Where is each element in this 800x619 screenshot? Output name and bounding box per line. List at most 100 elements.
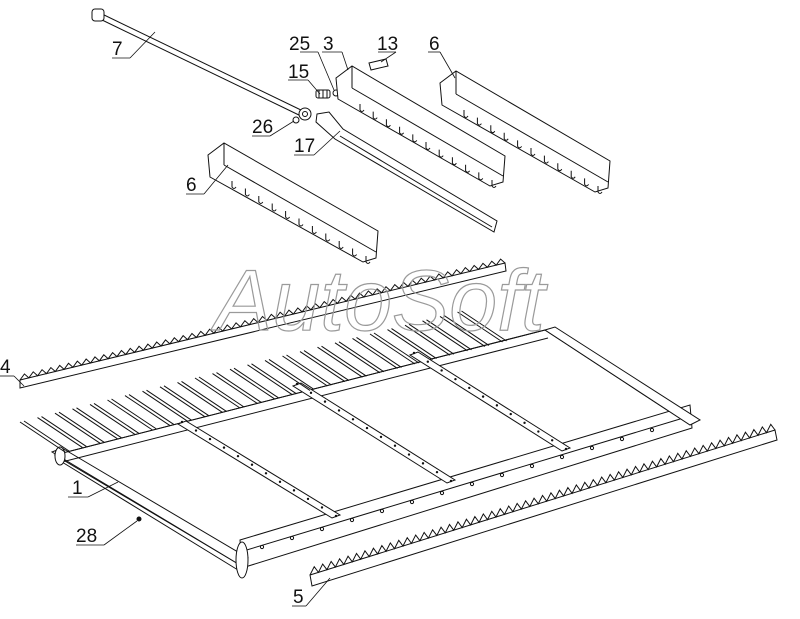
label-part-1: 1: [72, 478, 83, 499]
member-hole: [509, 412, 512, 416]
finger-edge: [303, 350, 350, 382]
guard-tooth: [231, 181, 237, 189]
part-bar: [315, 111, 498, 233]
beam-hole: [289, 535, 295, 541]
finger-edge: [163, 385, 210, 417]
guard-tooth: [584, 178, 590, 187]
finger: [54, 412, 101, 444]
label-part-15: 15: [288, 62, 309, 83]
guard-tooth: [325, 233, 331, 242]
member-hole: [208, 437, 212, 441]
member-hole: [236, 454, 240, 458]
beam-hole: [469, 481, 475, 487]
part-knife-upper: [19, 258, 507, 389]
finger: [212, 373, 258, 405]
beam-hole: [349, 517, 355, 523]
label-part-28: 28: [76, 526, 97, 547]
callout-labels: 7 25 3 13 6 15 26 17 6 4 1 28 5: [0, 34, 440, 608]
label-part-13: 13: [377, 34, 398, 55]
beam-hole: [439, 490, 445, 496]
member-hole: [481, 395, 485, 398]
guard-tooth: [438, 149, 444, 158]
member-hole: [421, 462, 425, 465]
watermark: AutoSoft: [210, 253, 548, 349]
beam-hole: [529, 463, 535, 469]
finger: [334, 342, 381, 374]
member-hole: [337, 409, 341, 412]
part-guard-6-left: [207, 142, 379, 264]
part-guard-3: [335, 65, 506, 188]
finger: [194, 377, 241, 409]
finger: [247, 364, 293, 396]
finger: [177, 381, 223, 413]
member-hole: [180, 420, 184, 424]
finger-edge: [443, 314, 490, 346]
guard-tooth: [359, 104, 365, 112]
member-hole: [250, 463, 254, 466]
finger: [19, 421, 66, 453]
finger: [142, 390, 188, 422]
beam-hole: [379, 508, 385, 514]
member-hole: [468, 386, 471, 390]
finger: [107, 399, 153, 431]
beam-hole: [649, 427, 655, 433]
part-spring: [315, 89, 331, 99]
member-hole: [222, 446, 226, 449]
part-guard-6-right: [439, 70, 611, 194]
finger-edge: [338, 341, 385, 373]
guard-tooth: [503, 132, 509, 141]
guard-tooth: [517, 140, 523, 149]
label-part-4: 4: [0, 357, 11, 378]
guard-tooth: [463, 110, 469, 118]
finger-edge: [373, 332, 420, 364]
member-hole: [449, 479, 453, 483]
member-hole: [292, 489, 296, 492]
beam-hole: [409, 499, 415, 505]
guard-tooth: [465, 164, 471, 173]
member-hole: [320, 506, 324, 509]
guard-tooth: [338, 241, 344, 249]
finger: [37, 417, 83, 449]
guard-tooth: [271, 203, 277, 212]
guard-tooth: [530, 148, 536, 156]
finger: [299, 351, 346, 383]
member-hole: [306, 497, 310, 501]
finger-edge: [268, 358, 315, 390]
guard-tooth: [570, 170, 576, 179]
member-hole: [295, 382, 299, 386]
finger-edge: [58, 411, 105, 443]
guard-tooth: [385, 119, 391, 128]
finger: [439, 315, 486, 347]
label-part-3: 3: [323, 34, 334, 55]
finger-edge: [41, 416, 87, 448]
guard-tooth: [311, 226, 317, 234]
finger-edge: [23, 420, 70, 452]
guard-tooth: [557, 163, 563, 172]
label-part-5: 5: [293, 587, 304, 608]
finger-edge: [408, 323, 455, 355]
guard-tooth: [451, 157, 457, 166]
finger-edge: [76, 407, 122, 439]
guard-tooth: [298, 218, 304, 227]
guard-tooth: [543, 155, 549, 164]
label-part-26: 26: [252, 117, 273, 138]
leader-lines: [0, 31, 456, 607]
finger: [72, 408, 118, 440]
member-hole: [309, 391, 313, 395]
label-part-6-left: 6: [186, 175, 197, 196]
finger: [457, 311, 503, 343]
member-hole: [454, 377, 457, 381]
member-hole: [334, 514, 338, 518]
finger-edge: [181, 380, 227, 412]
guard-tooth: [478, 172, 484, 181]
guard-tooth: [258, 196, 264, 204]
member-hole: [264, 472, 268, 475]
finger: [282, 355, 328, 387]
guard-tooth: [491, 180, 497, 188]
member-hole: [564, 447, 568, 451]
member-hole: [426, 360, 430, 363]
member-hole: [323, 400, 327, 403]
finger: [369, 333, 416, 365]
member-hole: [495, 404, 499, 407]
